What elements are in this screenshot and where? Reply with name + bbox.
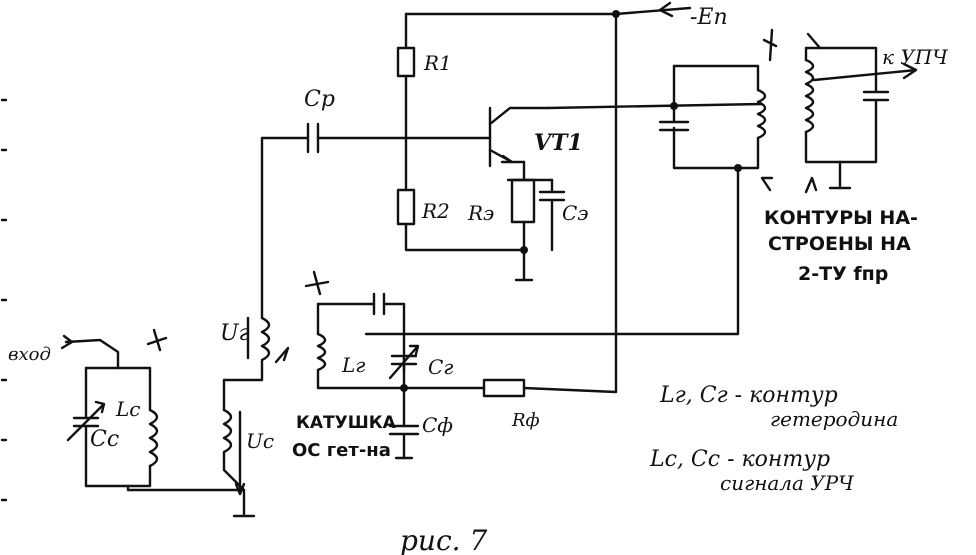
to-ipch-label: к УПЧ bbox=[882, 45, 948, 69]
legend-line-3: Lc, Cc - контур bbox=[649, 447, 830, 472]
legend-line-1: Lг, Cг - контур bbox=[659, 383, 838, 408]
cf-label: Cф bbox=[422, 413, 453, 437]
lc-label: Lc bbox=[115, 397, 140, 421]
resistor-r2 bbox=[396, 188, 526, 252]
legend-line-4: сигнала УРЧ bbox=[720, 471, 854, 495]
cg-label: Cг bbox=[428, 355, 453, 379]
input-tank bbox=[60, 328, 246, 492]
tuned-note-line-2: СТРОЕНЫ НА bbox=[768, 233, 911, 255]
capacitor-cp bbox=[260, 122, 492, 320]
lg-label: Lг bbox=[341, 353, 365, 377]
output-tank bbox=[364, 28, 918, 336]
coupling-coils bbox=[222, 316, 290, 518]
tuned-note-line-3: 2-ТУ fпр bbox=[798, 263, 888, 285]
re-label: Rэ bbox=[467, 201, 494, 225]
figure-caption: рис. 7 bbox=[400, 524, 487, 555]
coil-title: КАТУШКА bbox=[296, 413, 397, 433]
supply-label: -Еп bbox=[690, 5, 728, 30]
oscillator-tank bbox=[304, 270, 618, 460]
cc-label: Cc bbox=[90, 427, 119, 452]
r1-label: R1 bbox=[423, 51, 452, 75]
ce-label: Cэ bbox=[562, 201, 589, 225]
coil-subtitle: ОС гет-на bbox=[292, 440, 391, 461]
legend-line-2: гетеродина bbox=[770, 407, 898, 431]
resistor-r1 bbox=[396, 12, 416, 192]
r2-label: R2 bbox=[421, 199, 450, 223]
cp-label: Cp bbox=[304, 87, 335, 112]
supply-rail bbox=[404, 1, 692, 394]
rf-label: Rф bbox=[511, 410, 540, 431]
uc-label: Uc bbox=[246, 429, 274, 453]
left-edge-ticks bbox=[0, 98, 8, 502]
vt1-label: VT1 bbox=[534, 130, 583, 156]
tuned-note-line-1: КОНТУРЫ НА- bbox=[764, 207, 918, 229]
ug-label: Uг bbox=[220, 321, 250, 346]
emitter-rc bbox=[506, 160, 566, 282]
input-label: вход bbox=[8, 344, 51, 365]
transistor-vt1 bbox=[488, 102, 764, 168]
